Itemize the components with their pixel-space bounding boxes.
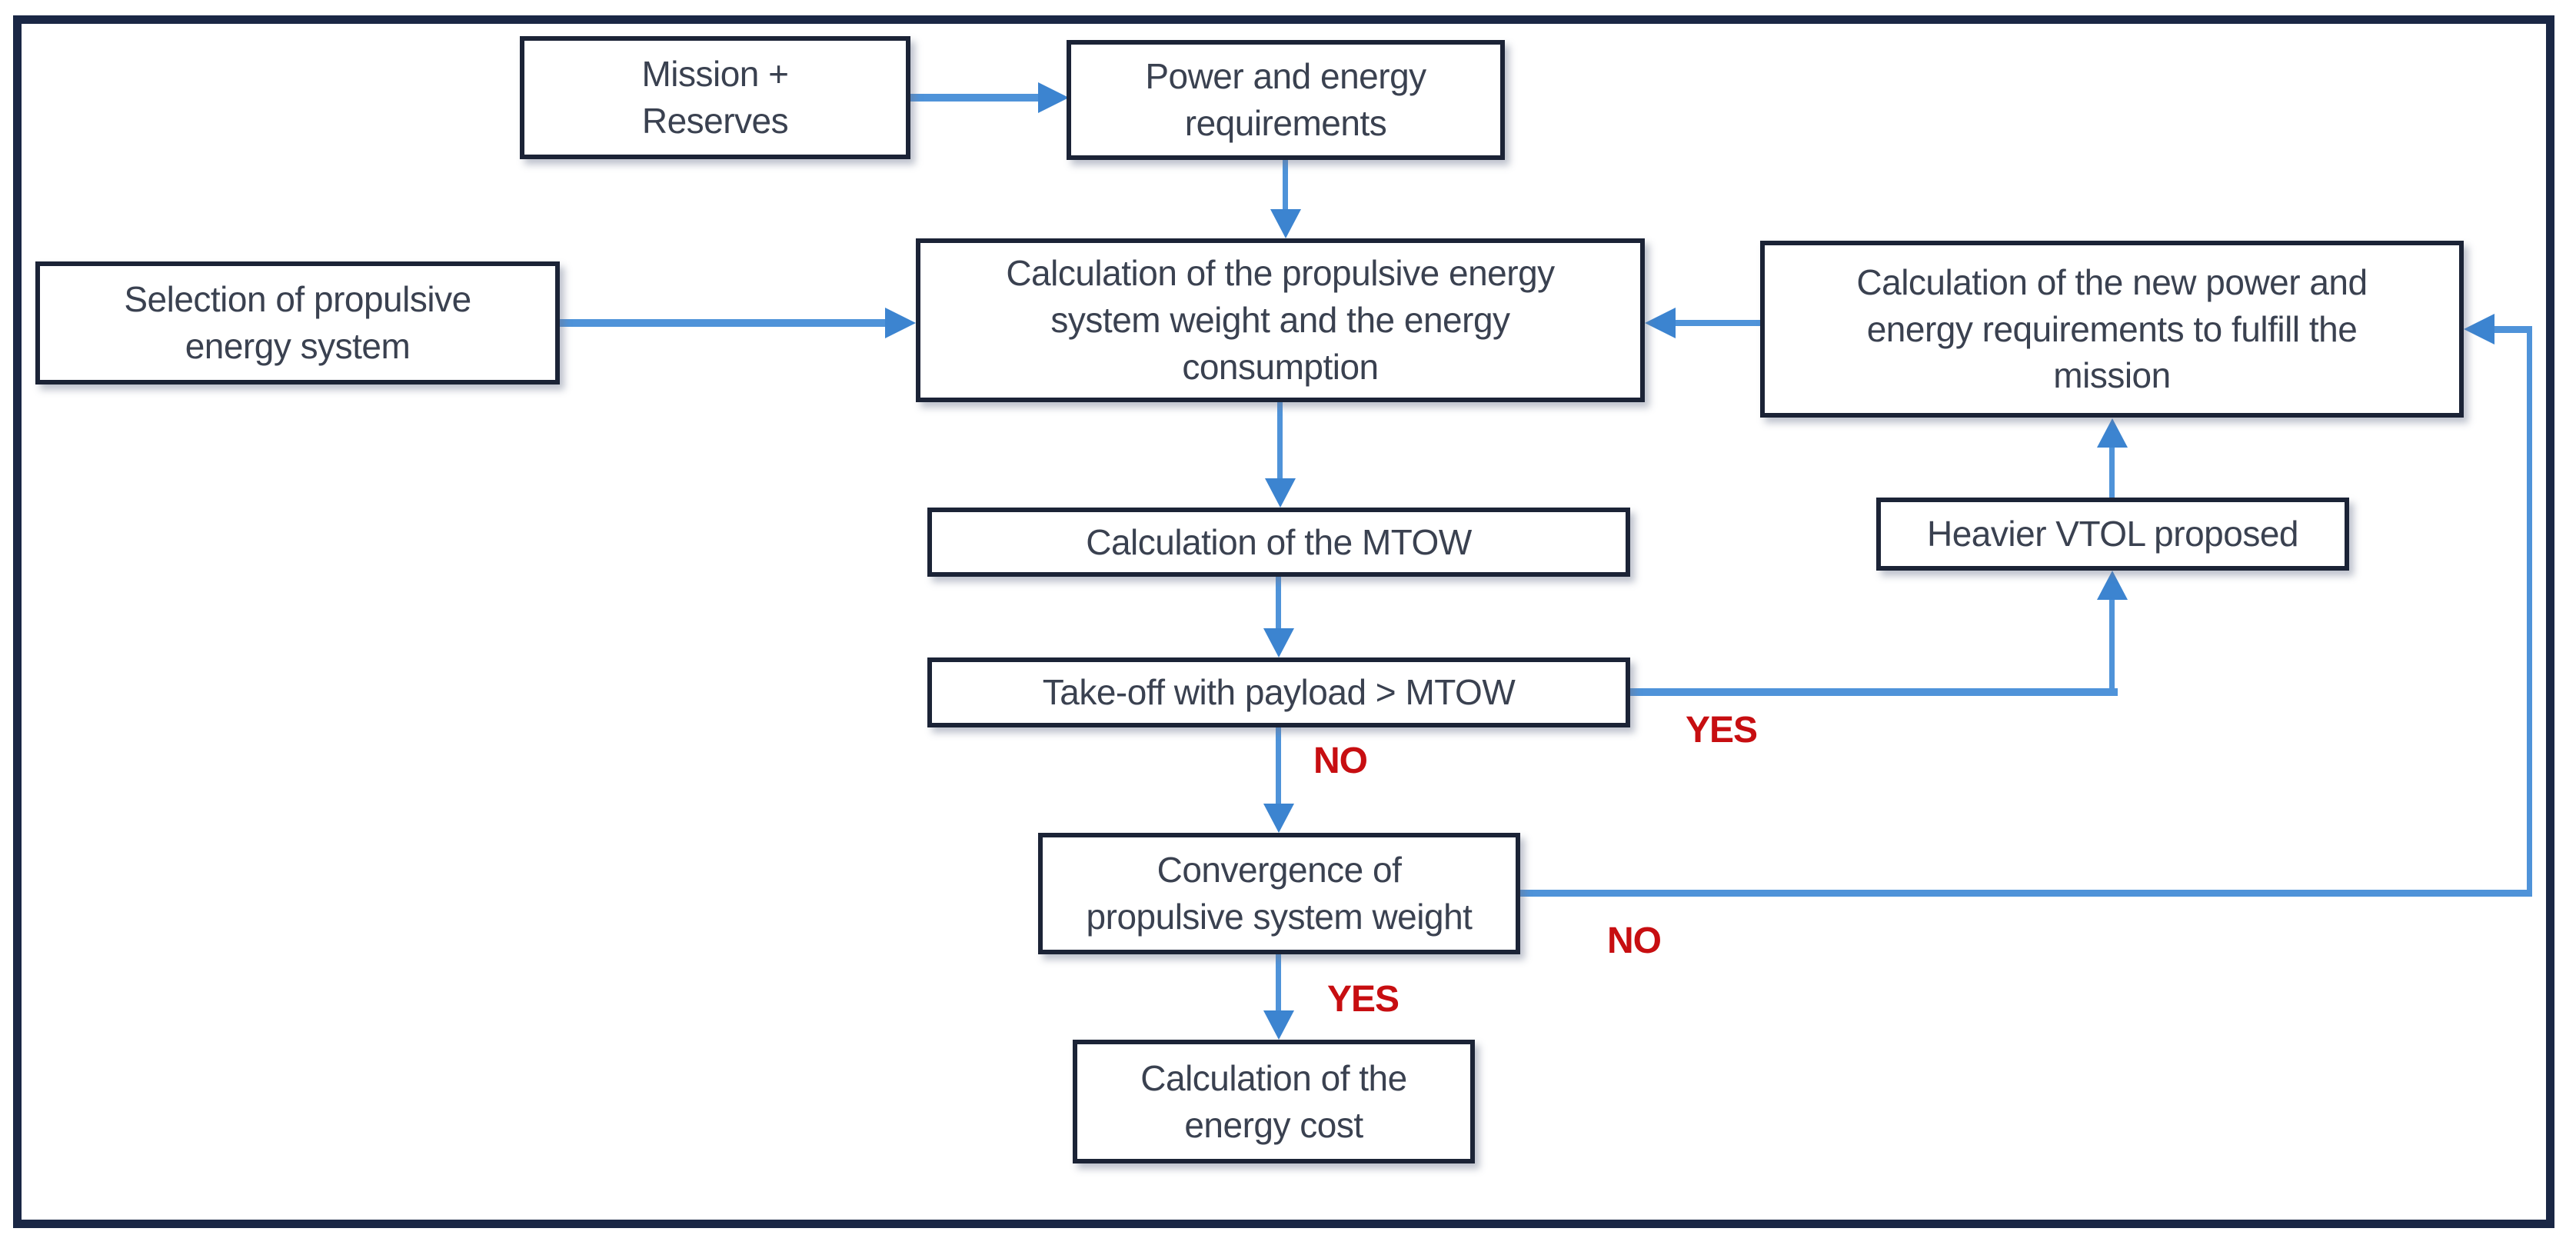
arrow-mission-to-power-head-icon — [1038, 82, 1069, 113]
arrow-convergence-no-head-icon — [2464, 314, 2494, 345]
arrow-takeoff-no-segment — [1276, 727, 1281, 805]
arrow-newpower-to-calcweight-head-icon — [1645, 308, 1676, 338]
arrow-calcweight-to-mtow-head-icon — [1265, 478, 1296, 508]
arrow-selection-to-calcweight-head-icon — [885, 308, 916, 338]
arrow-heavier-to-newpower-head-icon — [2097, 418, 2128, 448]
arrow-calcweight-to-mtow-segment — [1277, 402, 1283, 480]
arrow-power-to-calcweight-head-icon — [1270, 209, 1301, 238]
arrow-mtow-to-takeoff-head-icon — [1263, 628, 1294, 657]
node-takeoff-payload-gt-mtow: Take-off with payload > MTOW — [927, 657, 1630, 727]
label-convergence-yes: YES — [1327, 979, 1399, 1020]
arrow-takeoff-yes-head-icon — [2097, 571, 2128, 600]
node-power-energy-requirements: Power and energy requirements — [1067, 40, 1505, 160]
node-convergence-propulsive-system-weight: Convergence of propulsive system weight — [1038, 833, 1520, 954]
node-selection-propulsive-energy-system: Selection of propulsive energy system — [35, 261, 560, 384]
arrow-takeoff-yes-vertical-segment — [2109, 598, 2115, 696]
node-calc-energy-cost: Calculation of the energy cost — [1073, 1040, 1475, 1163]
arrow-mission-to-power-segment — [910, 94, 1043, 102]
arrow-newpower-to-calcweight-segment — [1674, 320, 1760, 326]
outer-frame — [13, 15, 2554, 1228]
label-takeoff-no: NO — [1313, 741, 1368, 781]
node-heavier-vtol-proposed: Heavier VTOL proposed — [1876, 498, 2349, 571]
node-calc-new-power-energy-requirements: Calculation of the new power and energy … — [1760, 241, 2464, 418]
node-calc-propulsive-energy-system-weight: Calculation of the propulsive energy sys… — [916, 238, 1645, 402]
label-convergence-no: NO — [1607, 920, 1662, 961]
node-calc-mtow: Calculation of the MTOW — [927, 508, 1630, 577]
arrow-convergence-no-horizontal-segment — [1520, 890, 2532, 897]
arrow-heavier-to-newpower-segment — [2109, 446, 2115, 498]
arrow-convergence-yes-head-icon — [1263, 1010, 1294, 1040]
arrow-convergence-yes-segment — [1276, 954, 1281, 1014]
arrow-takeoff-no-head-icon — [1263, 804, 1294, 833]
node-mission-reserves: Mission + Reserves — [520, 36, 910, 159]
arrow-takeoff-yes-horizontal-segment — [1630, 688, 2118, 696]
label-takeoff-yes: YES — [1686, 710, 1758, 751]
arrow-mtow-to-takeoff-segment — [1276, 577, 1281, 630]
arrow-power-to-calcweight-segment — [1283, 160, 1288, 211]
arrow-convergence-no-vertical-segment — [2527, 326, 2532, 897]
arrow-convergence-no-return-segment — [2493, 326, 2530, 333]
arrow-selection-to-calcweight-segment — [560, 319, 888, 327]
